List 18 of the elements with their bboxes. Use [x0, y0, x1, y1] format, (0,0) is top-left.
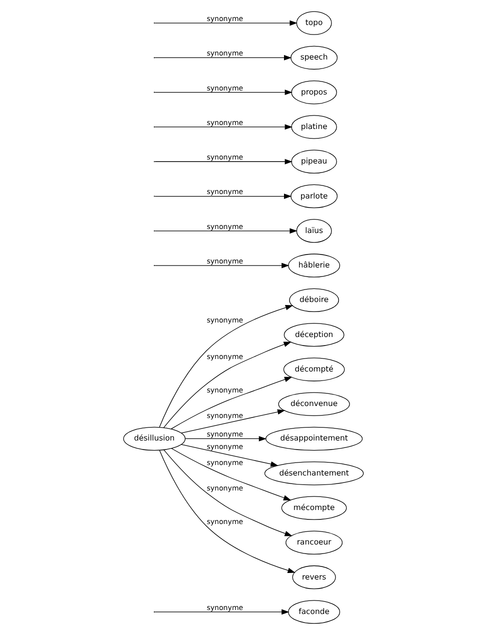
- arrow: [154, 194, 292, 199]
- arrow: [171, 448, 292, 500]
- arrow: [154, 609, 290, 615]
- arrow: [154, 124, 293, 130]
- arrow: [154, 90, 293, 96]
- arrow: [154, 55, 292, 60]
- arrow: [170, 376, 292, 430]
- arrow: [180, 409, 286, 434]
- arrow: [159, 305, 294, 428]
- arrow: [163, 342, 292, 428]
- arrow: [159, 450, 296, 574]
- arrow: [154, 228, 298, 234]
- arrow: [154, 158, 293, 164]
- arrow: [164, 449, 292, 536]
- arrow: [154, 262, 290, 268]
- arrow: [154, 20, 298, 26]
- arrow: [180, 444, 278, 467]
- arrow: [184, 436, 267, 442]
